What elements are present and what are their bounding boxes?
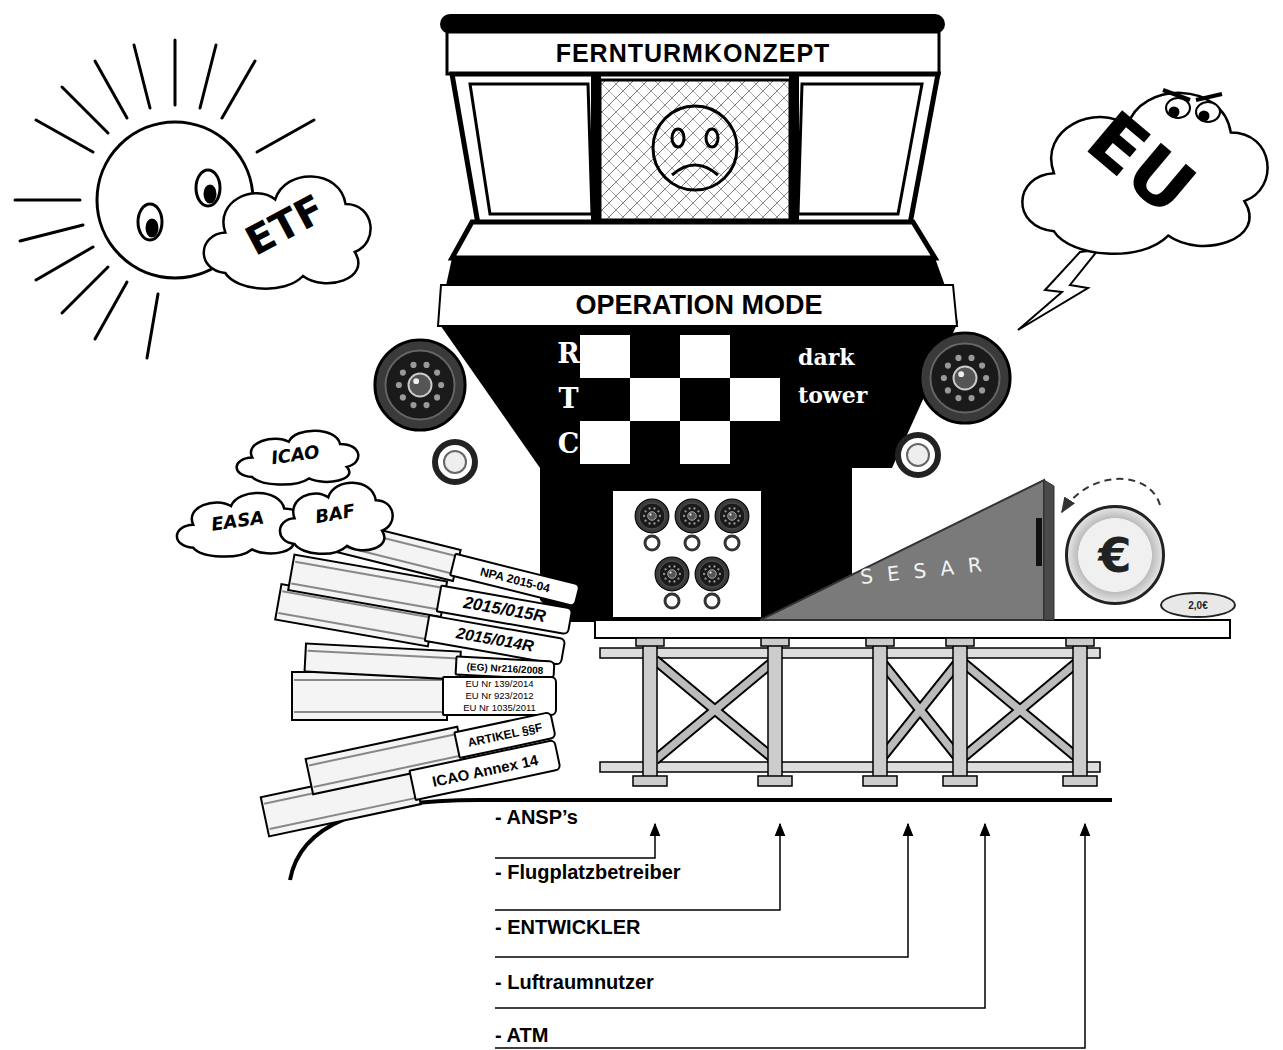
node-text: (EG) Nr216/2008 (466, 660, 543, 675)
camera-array (635, 499, 749, 608)
node-text: FERNTURMKONZEPT (556, 39, 831, 68)
leader-arrows (495, 824, 1085, 1048)
wedge-outline (760, 478, 1055, 623)
ground-line (290, 800, 1112, 880)
node-text: OPERATION MODE (575, 290, 822, 321)
lightning-bolt (1018, 250, 1098, 330)
camera (375, 340, 475, 482)
node-text: 2,0€ (1188, 600, 1207, 611)
node-text: EU Nr 1035/2011 (463, 702, 536, 714)
node-text: 2015/014R (455, 624, 535, 655)
node-text: € (1098, 527, 1131, 583)
eu-cloud: EU (1005, 55, 1277, 270)
small-coin: 2,0€ (1160, 592, 1236, 618)
stakeholder-item: - ATM (495, 1024, 795, 1050)
authority-cloud: ICAO (228, 418, 363, 490)
mode-letters: RTC (553, 338, 587, 473)
etf-cloud: ETF (192, 150, 377, 300)
node-text: NPA 2015-04 (479, 565, 552, 596)
authority-cloud: BAF (272, 466, 397, 561)
euro-coin: € (1065, 505, 1165, 605)
mode-label: dark tower (798, 338, 893, 418)
title-band: FERNTURMKONZEPT (450, 33, 936, 73)
mode-band: OPERATION MODE (445, 286, 953, 325)
tower (375, 14, 1010, 622)
stakeholder-item: - ANSP’s (495, 806, 795, 832)
node-text: EU Nr 923/2012 (465, 690, 533, 702)
scaffold (595, 620, 1230, 786)
stakeholder-item: - Flugplatzbetreiber (495, 861, 795, 887)
stakeholder-item: - Luftraumnutzer (495, 971, 795, 997)
sesar-wedge: SESAR (760, 478, 1055, 623)
book-spine: EU Nr 139/2014EU Nr 923/2012EU Nr 1035/2… (442, 676, 557, 716)
stakeholder-item: - ENTWICKLER (495, 916, 795, 942)
checkerboard (580, 335, 780, 464)
node-text: ICAO Annex 14 (431, 750, 540, 789)
sad-face (653, 106, 737, 190)
node-text: EU Nr 139/2014 (465, 678, 533, 690)
camera (898, 333, 1010, 475)
angry-face (1163, 90, 1222, 122)
